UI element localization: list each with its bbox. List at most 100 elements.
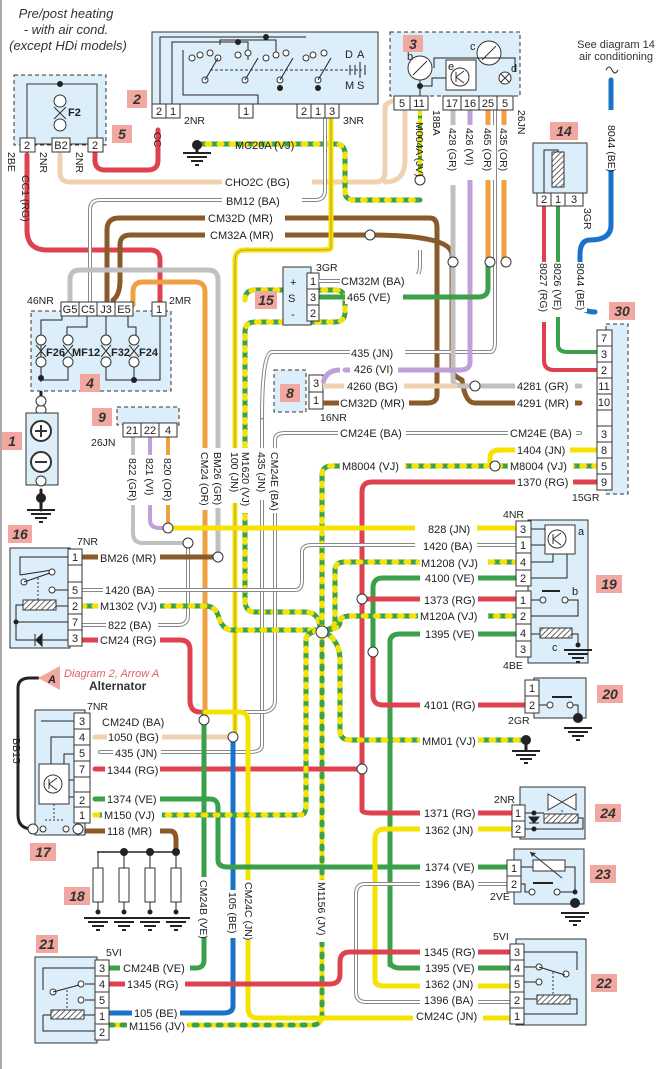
connector-label: 5VI <box>493 931 509 943</box>
component-19[interactable]: a b c 3 1 4 2 1 2 4 3 <box>515 519 593 664</box>
label-bg <box>338 427 406 440</box>
wire-label-cm24c: CM24C (JN) <box>416 1011 477 1023</box>
component-16-relay[interactable]: 1 5 2 7 3 <box>9 547 83 649</box>
label-bg <box>515 396 575 409</box>
wire-cm24b <box>92 709 207 971</box>
label-bg <box>243 880 255 940</box>
wire-465ve <box>317 259 491 300</box>
arrow-letter: A <box>47 674 56 686</box>
wire-label-820: 820 (OR) <box>161 458 173 501</box>
wire-label-8044b: 8044 (BE) <box>574 263 586 310</box>
label-a: a <box>578 526 585 538</box>
wire-label-bb15: BB15 <box>10 738 22 764</box>
pin: 1 <box>99 1011 105 1023</box>
connector-label: 2NR <box>184 115 205 127</box>
wire-label-mm01: MM01 (VJ) <box>422 736 476 748</box>
pin: 1 <box>515 808 521 820</box>
wire-label-428: 428 (GR) <box>446 128 458 171</box>
pin: 4 <box>79 732 85 744</box>
label-bg <box>498 125 510 180</box>
badge-17 <box>30 843 56 861</box>
badge-14 <box>550 122 578 140</box>
pin: 8 <box>601 445 607 457</box>
component-18-glow-plugs[interactable] <box>83 848 191 931</box>
wire-label-m150: M150 (VJ) <box>104 810 155 822</box>
wave-break-icon <box>605 66 619 74</box>
component-20[interactable]: 1 2 <box>524 677 593 741</box>
wire-label-435or: 435 (OR) <box>497 128 509 171</box>
wire-label-822gr: 822 (GR) <box>126 458 138 501</box>
pin: 1 <box>313 395 319 407</box>
wire-label-cm24e-a: CM24E (BA) <box>340 428 402 440</box>
wire-label-1374-b: 1374 (VE) <box>425 862 475 874</box>
wire-label-435v: 435 (JN) <box>255 452 267 492</box>
wire-label-8027: 8027 (RG) <box>537 263 549 312</box>
wire-cm32a <box>110 232 373 303</box>
label-bg <box>199 448 211 510</box>
pin: 16 <box>464 98 476 110</box>
component-24-valve[interactable]: 1 2 <box>511 786 586 840</box>
label-bg <box>98 634 160 647</box>
junction <box>489 460 501 472</box>
connector-label: 2MR <box>169 295 192 307</box>
component-15[interactable]: + S - 1 3 2 <box>282 266 320 326</box>
label-bg <box>240 448 252 513</box>
component-14[interactable]: 2 1 3 <box>532 142 588 207</box>
badge-2 <box>127 90 147 108</box>
pin: 5 <box>601 461 607 473</box>
label-bg <box>103 584 158 597</box>
junction <box>162 522 174 534</box>
junction <box>212 551 224 563</box>
component-4-fusebox[interactable]: F26 MF12 F32 F24 G5 C5 J3 E5 1 <box>30 301 172 392</box>
badge-23-text: 23 <box>594 866 611 882</box>
label-bg <box>125 978 185 991</box>
badge-3-text: 3 <box>409 36 417 52</box>
component-17-alternator[interactable]: 3 4 5 7 2 1 <box>27 709 91 836</box>
component-21-relay[interactable]: 3 4 5 1 2 <box>34 956 110 1044</box>
pin: 17 <box>446 98 458 110</box>
pin: 4 <box>165 425 171 437</box>
alternator-arrow-a[interactable]: A <box>38 666 60 690</box>
component-1-battery[interactable] <box>25 395 59 523</box>
wire-label-100: 100 (JN) <box>228 452 240 492</box>
pin: 1 <box>511 863 517 875</box>
component-23-sensor[interactable]: 1 2 <box>506 848 590 926</box>
badge-24 <box>595 804 621 822</box>
pin: 1 <box>555 194 561 206</box>
component-2-ignition-switch[interactable]: D A M S 2 1 1 2 1 3 <box>151 31 379 119</box>
label-bg <box>316 880 328 942</box>
component-5-fuse[interactable]: F2 2 B2 2 <box>13 74 107 153</box>
pin: 11 <box>413 98 424 110</box>
label-bg <box>420 699 478 712</box>
component-9[interactable]: 21 22 4 <box>116 406 180 438</box>
wire-cc <box>92 127 161 173</box>
wire-100jn-edge <box>234 109 332 736</box>
pin-label-s: S <box>288 293 295 305</box>
component-30[interactable]: 7 3 2 11 10 3 8 5 9 <box>596 323 629 495</box>
junction <box>447 256 459 268</box>
wire-label-1050: 1050 (BG) <box>108 732 159 744</box>
pin: 2 <box>92 140 98 152</box>
label-d: d <box>511 63 517 75</box>
pin: 1 <box>315 106 321 118</box>
wire-label-426: 426 (VI) <box>463 128 475 165</box>
connector-label: 2GR <box>508 715 530 727</box>
pin: 4 <box>514 963 520 975</box>
wire-m1156-dash <box>92 627 325 1028</box>
label-bg <box>420 593 478 606</box>
wire-label-1395-a: 1395 (VE) <box>425 629 475 641</box>
wire-label-1362-a: 1362 (JN) <box>425 825 473 837</box>
label-bg <box>98 551 160 564</box>
pin: 3 <box>571 194 577 206</box>
component-22-relay[interactable]: 3 4 5 2 1 <box>509 938 587 1026</box>
junction <box>414 174 426 186</box>
wire-cho2c <box>57 97 408 185</box>
label-bg <box>515 443 570 456</box>
wire-label-1395-b: 1395 (VE) <box>425 963 475 975</box>
fuse-f26: F26 <box>46 347 65 359</box>
pin: 4 <box>99 979 105 991</box>
connector-label: 4NR <box>503 509 524 521</box>
label-bg <box>538 262 550 322</box>
label-bg <box>105 793 160 806</box>
